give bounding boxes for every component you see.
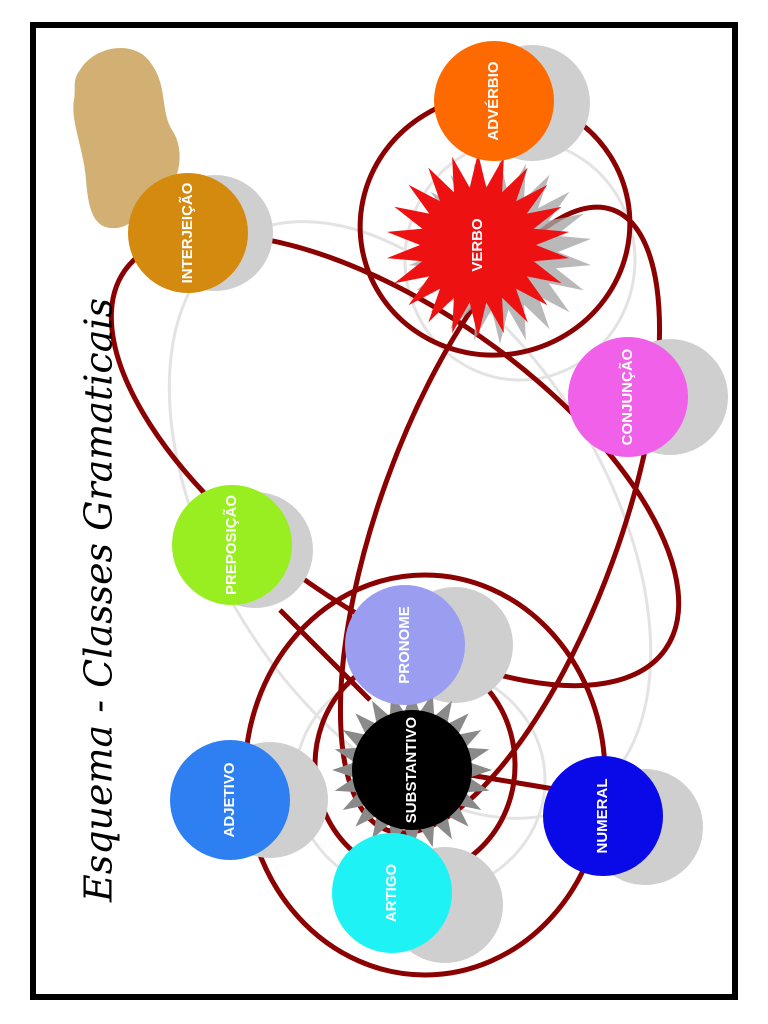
node-adverbio-circle xyxy=(434,41,554,161)
node-pronome-label: PRONOME xyxy=(396,606,413,684)
node-interjeicao-label: INTERJEIÇÃO xyxy=(178,182,196,283)
page-title: Esquema - Classes Gramaticais xyxy=(77,298,121,903)
node-artigo[interactable]: ARTIGO xyxy=(332,833,452,953)
node-conjuncao-circle xyxy=(568,337,688,457)
node-verbo-label: VERBO xyxy=(469,218,486,272)
node-numeral-label: NUMERAL xyxy=(594,779,611,854)
node-adverbio-label: ADVÉRBIO xyxy=(485,61,502,141)
node-conjuncao-label: CONJUNÇÃO xyxy=(618,348,636,445)
node-preposicao[interactable]: PREPOSIÇÃO xyxy=(172,485,292,605)
node-adjetivo-label: ADJETIVO xyxy=(221,762,238,837)
orbit-figure-eight xyxy=(337,204,663,836)
node-adverbio[interactable]: ADVÉRBIO xyxy=(434,41,554,161)
node-verbo[interactable]: VERBO xyxy=(386,153,592,344)
decorative-blob xyxy=(73,48,180,229)
node-numeral-circle xyxy=(543,756,663,876)
node-substantivo[interactable]: SUBSTANTIVO xyxy=(332,690,492,850)
link-preposicao-substantivo xyxy=(278,608,372,702)
node-numeral[interactable]: NUMERAL xyxy=(543,756,663,876)
node-substantivo-label: SUBSTANTIVO xyxy=(403,716,420,823)
node-artigo-circle xyxy=(332,833,452,953)
node-preposicao-label: PREPOSIÇÃO xyxy=(222,495,240,595)
node-interjeicao[interactable]: INTERJEIÇÃO xyxy=(128,173,248,293)
node-pronome[interactable]: PRONOME xyxy=(345,585,465,705)
node-interjeicao-circle xyxy=(128,173,248,293)
orbit-big-loop xyxy=(108,231,682,689)
link-substantivo-numeral xyxy=(469,772,561,793)
node-adjetivo-circle xyxy=(170,740,290,860)
node-preposicao-circle xyxy=(172,485,292,605)
node-artigo-label: ARTIGO xyxy=(383,864,400,923)
node-conjuncao[interactable]: CONJUNÇÃO xyxy=(568,337,688,457)
node-adjetivo[interactable]: ADJETIVO xyxy=(170,740,290,860)
node-pronome-circle xyxy=(345,585,465,705)
